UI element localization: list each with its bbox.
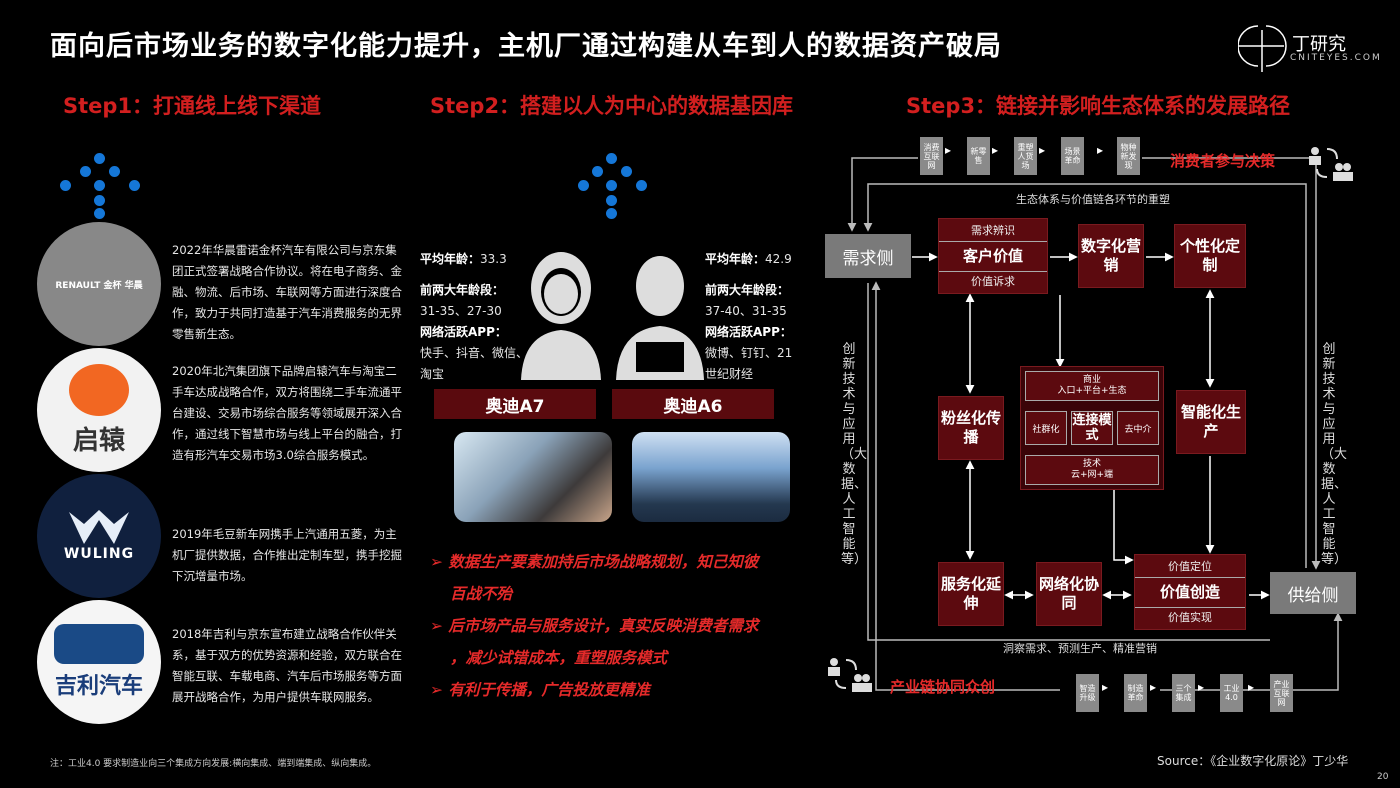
- partner-text-geely: 2018年吉利与京东宣布建立战略合作伙伴关系，基于双方的优势资源和经验，双方联合…: [172, 627, 402, 704]
- chip-three-integration: 三个集成: [1172, 674, 1195, 712]
- chip-smart-upgrade: 智造升级: [1076, 674, 1099, 712]
- business-photo: [632, 432, 790, 522]
- industry-label: 产业链协同众创: [890, 678, 996, 696]
- customer-value-box: 需求辨识 客户价值 价值诉求: [938, 218, 1048, 294]
- supply-side-box: 供给侧: [1270, 572, 1356, 614]
- partner-text-brilliance: 2022年华晨雷诺金杯汽车有限公司与京东集团正式签署战略合作协议。将在电子商务、…: [172, 243, 402, 341]
- partner-text-wuling: 2019年毛豆新车网携手上汽通用五菱，为主机厂提供数据，合作推出定制车型，携手挖…: [172, 527, 402, 583]
- demand-side-box: 需求侧: [825, 234, 911, 278]
- chip-mfg-revolution: 制造革命: [1124, 674, 1147, 712]
- chip-industrial-internet: 产业互联网: [1270, 674, 1293, 712]
- chip-scene-revolution: 场景革命: [1061, 137, 1084, 175]
- logo-icon: [1238, 25, 1287, 72]
- chip-industry40: 工业4.0: [1220, 674, 1243, 712]
- male-user-icon: [616, 256, 704, 380]
- a6-info: 平均年龄：42.9 前两大年龄段： 37-40、31-35 网络活跃APP： 微…: [705, 252, 793, 381]
- chip-new-species: 物种新发现: [1117, 137, 1140, 175]
- people-cycle-icon: [1309, 147, 1353, 181]
- partner-logo-brilliance: RENAULT 金杯 华晨: [37, 222, 161, 346]
- right-tech-label: 创新技术与应用（大数据、人工智能等）: [1321, 342, 1348, 567]
- a7-info: 平均年龄：33.3 前两大年龄段： 31-35、27-30 网络活跃APP： 快…: [420, 252, 529, 381]
- step2-heading: Step2：搭建以人为中心的数据基因库: [430, 94, 794, 118]
- fan-spread-box: 粉丝化传播: [938, 396, 1004, 460]
- service-extension-box: 服务化延伸: [938, 562, 1004, 626]
- female-user-icon: [521, 252, 601, 380]
- network-collab-box: 网络化协同: [1036, 562, 1102, 626]
- digital-marketing-box: 数字化营销: [1078, 224, 1144, 288]
- page-number: 20: [1377, 772, 1389, 782]
- footnote: 注：工业4.0 要求制造业向三个集成方向发展:横向集成、端到端集成、纵向集成。: [50, 759, 377, 769]
- chip-new-retail: 新零售: [967, 137, 990, 175]
- page-title: 面向后市场业务的数字化能力提升，主机厂通过构建从车到人的数据资产破局: [50, 31, 1002, 62]
- team-photo: [454, 432, 612, 522]
- a7-label: 奥迪A7: [434, 389, 596, 419]
- left-tech-label: 创新技术与应用（大数据、人工智能等）: [841, 342, 868, 567]
- bottom-label: 洞察需求、预测生产、精准营销: [1003, 642, 1157, 655]
- people-cycle-icon: [828, 658, 872, 692]
- partner-logo-wuling: WULING: [37, 474, 161, 598]
- chip-reshape: 重塑人货场: [1014, 137, 1037, 175]
- partner-text-qiyuan: 2020年北汽集团旗下品牌启辕汽车与淘宝二手车达成战略合作，双方将围绕二手车流通…: [172, 364, 402, 462]
- bullet-1: ➢ 数据生产要素加持后市场战略规划，知己知彼: [430, 553, 759, 571]
- custom-made-box: 个性化定制: [1174, 224, 1246, 288]
- partner-logo-geely: 吉利汽车: [37, 600, 161, 724]
- source: Source：《企业数字化原论》丁少华: [1157, 754, 1349, 768]
- a6-label: 奥迪A6: [612, 389, 774, 419]
- value-creation-box: 价值定位 价值创造 价值实现: [1134, 554, 1246, 630]
- bullet-1-cont: 百战不殆: [450, 585, 513, 603]
- logo-text: 丁研究: [1292, 34, 1346, 55]
- bullet-3: ➢ 有利于传播，广告投放更精准: [430, 681, 650, 699]
- bullet-2-cont: ，减少试错成本，重塑服务模式: [450, 649, 668, 667]
- bullet-2: ➢ 后市场产品与服务设计，真实反映消费者需求: [430, 617, 759, 635]
- smart-production-box: 智能化生产: [1176, 390, 1246, 454]
- chip-consumer-internet: 消费互联网: [920, 137, 943, 175]
- eco-label: 生态体系与价值链各环节的重塑: [1016, 193, 1170, 206]
- logo-subtext: CNITEYES.COM: [1290, 53, 1382, 63]
- step1-heading: Step1：打通线上线下渠道: [63, 94, 322, 118]
- partner-logo-qiyuan: 启辕: [37, 348, 161, 472]
- connection-mode-hub: 商业入口+平台+生态 社群化 连接模式 去中介 技术云+网+端: [1020, 366, 1164, 490]
- consumer-label: 消费者参与决策: [1170, 152, 1276, 170]
- step3-heading: Step3：链接并影响生态体系的发展路径: [906, 94, 1291, 118]
